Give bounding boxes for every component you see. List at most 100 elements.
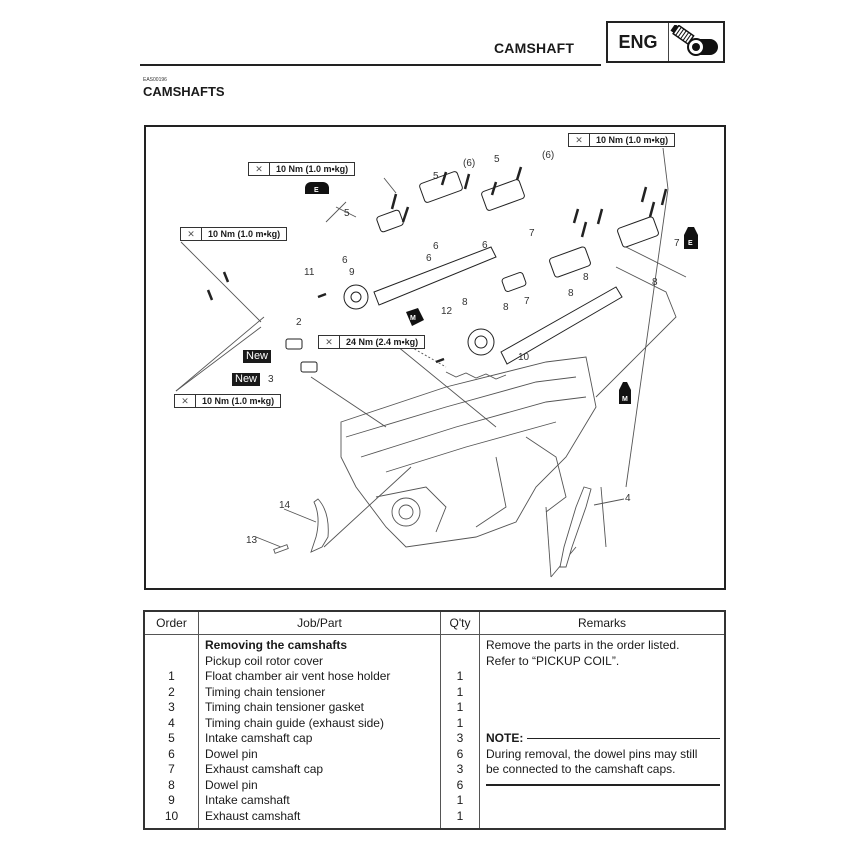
order-cell: 3 (168, 700, 175, 714)
torque-wrench-icon: ✕ (569, 134, 590, 146)
callout-label: 4 (625, 493, 631, 504)
section-title: CAMSHAFTS (143, 84, 225, 99)
note-label: NOTE: (486, 731, 524, 745)
callout-label: 10 (518, 352, 530, 363)
new-part-tag: New (232, 373, 261, 386)
callout-label: 12 (441, 306, 453, 317)
chapter-title: CAMSHAFT (494, 40, 575, 56)
job-part-cell: Intake camshaft cap (205, 731, 313, 745)
qty-cell: 6 (456, 777, 464, 792)
new-part-tag: New (243, 350, 272, 363)
torque-spec-t3: ✕ 10 Nm (1.0 m•kg) (180, 227, 288, 241)
order-cell (145, 654, 198, 670)
qty-cell: 6 (456, 746, 464, 761)
torque-wrench-icon: ✕ (249, 163, 270, 175)
job-part-cell: Float chamber air vent hose holder (205, 669, 391, 683)
qty-cell: 1 (456, 808, 464, 823)
qty-cell: 1 (456, 669, 464, 683)
callout-label: 13 (246, 535, 258, 546)
table-header-row: Order Job/Part Q'ty Remarks (143, 610, 726, 635)
callout-label: 6 (342, 255, 348, 266)
torque-wrench-icon: ✕ (319, 336, 340, 348)
callout-label: 14 (279, 500, 291, 511)
diagram-drawing: E E M M (175, 147, 698, 578)
order-cell (145, 638, 198, 654)
job-part-cell: Timing chain tensioner gasket (205, 700, 364, 714)
order-cell: 7 (168, 762, 175, 776)
torque-spec-t5: ✕ 10 Nm (1.0 m•kg) (174, 394, 282, 408)
job-part-cell: Intake camshaft (205, 793, 290, 807)
callout-label: 11 (304, 267, 315, 278)
order-cell: 10 (164, 808, 179, 823)
callout-label: 2 (296, 317, 302, 328)
callout-label: 9 (349, 267, 355, 278)
header-qty: Q'ty (440, 610, 480, 635)
callout-label: 3 (268, 374, 274, 385)
svg-text:M: M (410, 315, 416, 322)
callout-label: 8 (568, 288, 574, 299)
callout-label: 5 (494, 154, 500, 165)
callout-label: 8 (503, 302, 509, 313)
callout-label: 6 (426, 253, 432, 264)
note-text-line: be connected to the camshaft caps. (486, 762, 676, 776)
callout-label: 5 (344, 208, 350, 219)
note-rule (527, 738, 720, 740)
remark-line: Refer to “PICKUP COIL”. (486, 653, 620, 668)
remarks-column: Remove the parts in the order listed. Re… (479, 634, 726, 829)
svg-text:E: E (314, 187, 319, 194)
chapter-code: ENG (608, 23, 669, 61)
job-part-cell: Pickup coil rotor cover (205, 653, 324, 668)
job-part-cell: Exhaust camshaft (205, 808, 301, 823)
remark-line: Remove the parts in the order listed. (486, 638, 680, 652)
order-cell: 1 (168, 669, 175, 683)
engine-icon (669, 23, 723, 61)
order-cell: 5 (168, 731, 175, 745)
job-part-cell: Dowel pin (205, 777, 258, 792)
qty-cell: 3 (456, 762, 464, 776)
order-cell: 4 (168, 715, 175, 730)
torque-wrench-icon: ✕ (181, 228, 202, 240)
qty-cell: 1 (456, 715, 464, 730)
exploded-diagram: E E M M ✕ 10 Nm (1.0 m•kg) ✕ 10 Nm (1.0 … (144, 125, 726, 590)
qty-cell: 1 (456, 684, 464, 699)
callout-label: 8 (583, 272, 589, 283)
note-end-rule (486, 783, 720, 786)
torque-wrench-icon: ✕ (175, 395, 196, 407)
job-part-cell: Timing chain tensioner (205, 684, 326, 699)
note-heading: NOTE: (486, 731, 724, 747)
callout-label: 7 (524, 296, 530, 307)
qty-cell: 3 (456, 731, 464, 745)
header-remarks: Remarks (479, 610, 726, 635)
callout-label: (6) (542, 150, 555, 161)
callout-label: 8 (462, 297, 468, 308)
callout-label: 5 (433, 171, 439, 182)
callout-label: 8 (652, 277, 658, 288)
callout-label: 6 (433, 241, 439, 252)
job-part-cell: Dowel pin (205, 746, 258, 761)
section-code: EAS00196 (143, 77, 167, 83)
chapter-tab: ENG (606, 21, 725, 63)
header-order: Order (143, 610, 199, 635)
order-cell: 9 (168, 793, 175, 807)
qty-cell (441, 638, 479, 654)
callout-label: 7 (529, 228, 535, 239)
callout-label: (6) (463, 158, 476, 169)
job-part-cell: Timing chain guide (exhaust side) (205, 715, 384, 730)
job-part-cell: Removing the camshafts (205, 638, 348, 652)
qty-cell: 1 (456, 700, 464, 714)
torque-spec-t4: ✕ 24 Nm (2.4 m•kg) (318, 335, 426, 349)
torque-spec-t2: ✕ 10 Nm (1.0 m•kg) (568, 133, 676, 147)
callout-label: 6 (482, 240, 488, 251)
callout-label: 7 (674, 238, 680, 249)
header-rule (140, 64, 601, 66)
header-job-part: Job/Part (198, 610, 441, 635)
order-cell: 2 (168, 684, 175, 699)
order-cell: 8 (168, 777, 175, 792)
note-text-line: During removal, the dowel pins may still (486, 746, 698, 761)
qty-cell: 1 (456, 793, 464, 807)
